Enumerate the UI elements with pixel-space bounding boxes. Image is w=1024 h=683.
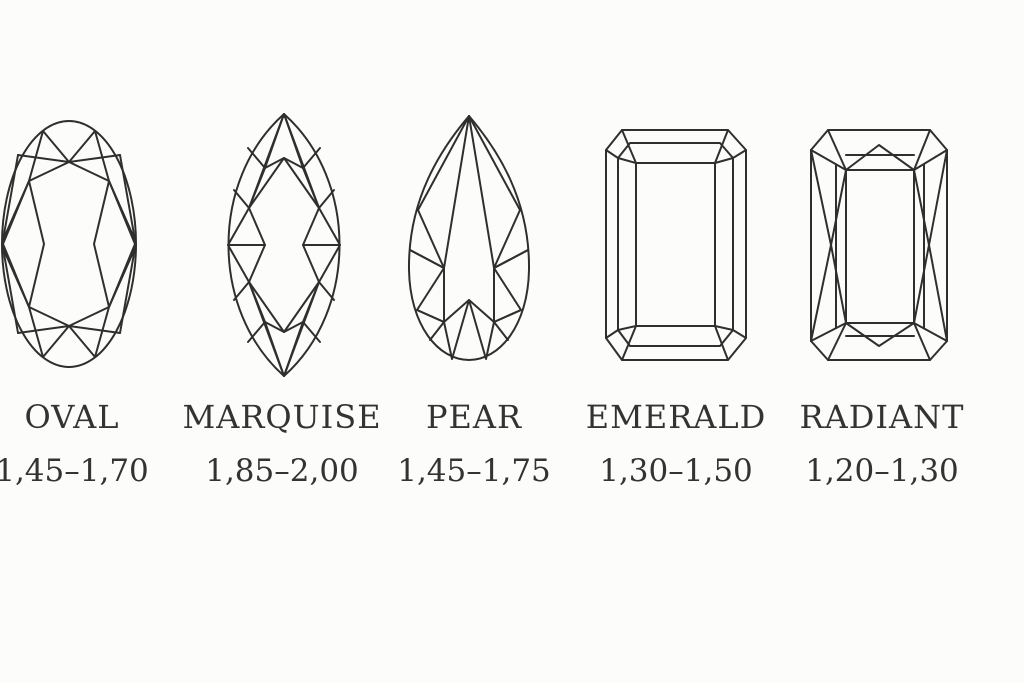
radiant-cut-icon [810, 129, 948, 361]
oval-cut-icon [1, 120, 137, 368]
shape-name-radiant: RADIANT [799, 398, 965, 436]
marquise-cut-icon [227, 113, 341, 377]
shape-ratio-emerald: 1,30–1,50 [599, 453, 753, 489]
emerald-cut-icon [605, 129, 747, 361]
shape-name-pear: PEAR [425, 398, 523, 436]
shape-name-marquise: MARQUISE [182, 398, 382, 436]
shape-ratio-radiant: 1,20–1,30 [805, 453, 959, 489]
shape-ratio-pear: 1,45–1,75 [397, 453, 551, 489]
shape-ratio-marquise: 1,85–2,00 [205, 453, 359, 489]
shape-name-oval: OVAL [24, 398, 120, 436]
shape-ratio-oval: 1,45–1,70 [0, 453, 149, 489]
shape-name-emerald: EMERALD [585, 398, 767, 436]
pear-cut-icon [407, 115, 531, 361]
